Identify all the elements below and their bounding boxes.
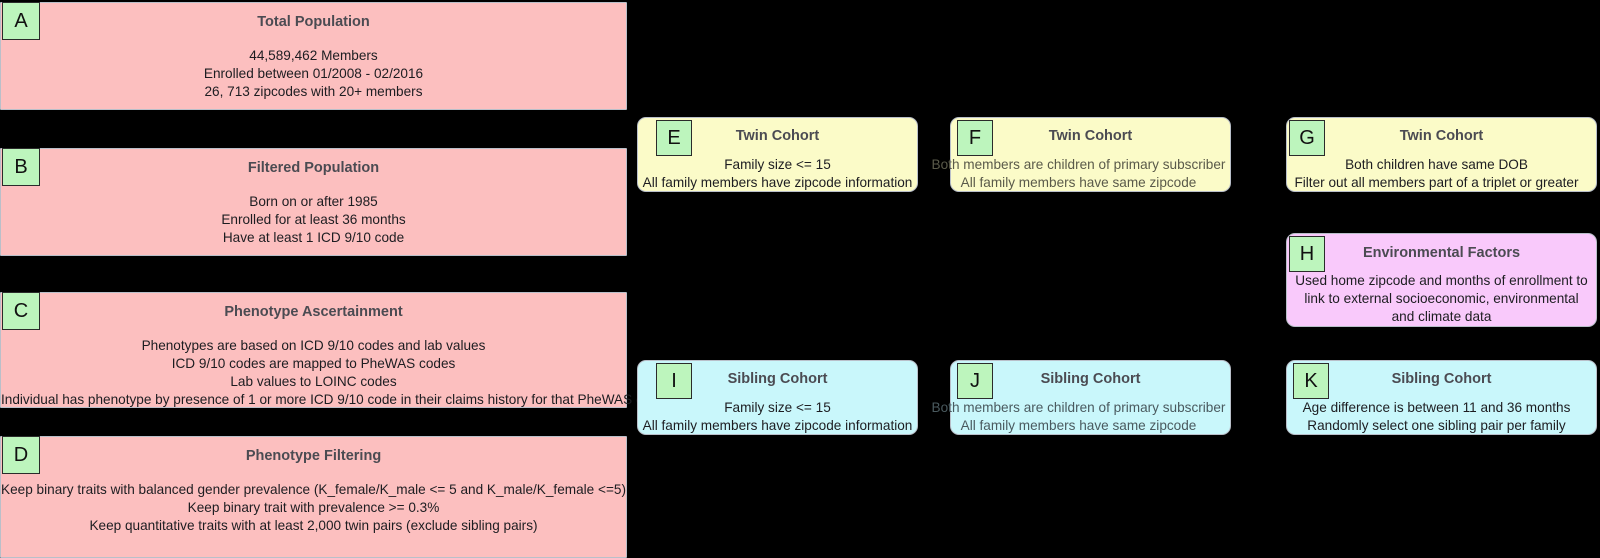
node-badge-i: I: [656, 363, 692, 399]
node-filtered-population[interactable]: Filtered Population Born on or after 198…: [0, 148, 627, 256]
node-body: Both members are children of primary sub…: [914, 156, 1244, 192]
node-badge-g: G: [1289, 120, 1325, 156]
node-phenotype-ascertainment[interactable]: Phenotype Ascertainment Phenotypes are b…: [0, 292, 627, 408]
node-badge-c: C: [2, 292, 40, 330]
node-environmental-factors[interactable]: Environmental Factors Used home zipcode …: [1286, 233, 1597, 327]
node-badge-j: J: [957, 363, 993, 399]
node-title: Twin Cohort: [1287, 128, 1596, 145]
node-body: Age difference is between 11 and 36 mont…: [1272, 399, 1600, 435]
node-title: Total Population: [1, 14, 626, 31]
node-body: Both members are children of primary sub…: [914, 399, 1244, 435]
node-title: Sibling Cohort: [1287, 371, 1596, 388]
node-sibling-cohort-k[interactable]: Sibling Cohort Age difference is between…: [1286, 360, 1597, 435]
node-badge-a: A: [2, 2, 40, 40]
node-badge-b: B: [2, 148, 40, 186]
node-badge-k: K: [1293, 363, 1329, 399]
node-body: Used home zipcode and months of enrollme…: [1287, 272, 1596, 326]
node-phenotype-filtering[interactable]: Phenotype Filtering Keep binary traits w…: [0, 436, 627, 558]
node-body: Phenotypes are based on ICD 9/10 codes a…: [1, 337, 626, 409]
node-title: Phenotype Ascertainment: [1, 304, 626, 321]
node-badge-e: E: [656, 120, 692, 156]
node-badge-f: F: [957, 120, 993, 156]
node-title: Filtered Population: [1, 160, 626, 177]
node-badge-d: D: [2, 436, 40, 474]
node-title: Phenotype Filtering: [1, 448, 626, 465]
node-title: Environmental Factors: [1287, 245, 1596, 262]
node-badge-h: H: [1289, 236, 1325, 272]
node-body: Keep binary traits with balanced gender …: [1, 481, 626, 535]
